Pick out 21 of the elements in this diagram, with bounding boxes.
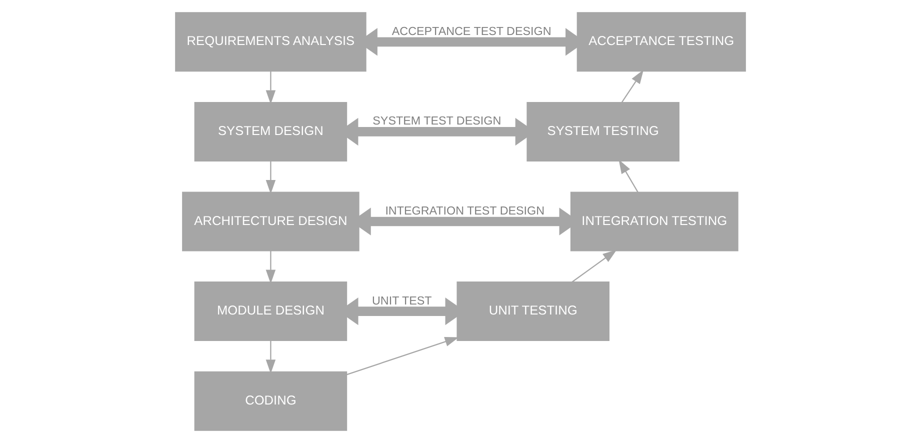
arrow [266, 161, 276, 194]
edge-label: UNIT TEST [372, 294, 432, 308]
arrow [346, 336, 459, 376]
edge-label: INTEGRATION TEST DESIGN [385, 204, 545, 218]
node-box: SYSTEM DESIGN [194, 102, 348, 162]
node-box: ACCEPTANCE TESTING [576, 12, 746, 72]
node-box: MODULE DESIGN [194, 282, 348, 342]
arrow [266, 250, 276, 284]
arrow [572, 250, 617, 282]
edge-label: SYSTEM TEST DESIGN [372, 114, 502, 128]
arrow [266, 340, 276, 374]
node-box: CODING [194, 371, 348, 431]
node-box: REQUIREMENTS ANALYSIS [175, 12, 366, 72]
node-box: ARCHITECTURE DESIGN [182, 192, 360, 252]
node-box: INTEGRATION TESTING [570, 192, 738, 252]
node-box: SYSTEM TESTING [526, 102, 680, 162]
arrow [266, 71, 276, 104]
edge-label: ACCEPTANCE TEST DESIGN [392, 24, 552, 38]
arrow [621, 70, 644, 103]
arrow [618, 160, 638, 193]
node-box: UNIT TESTING [456, 282, 610, 342]
